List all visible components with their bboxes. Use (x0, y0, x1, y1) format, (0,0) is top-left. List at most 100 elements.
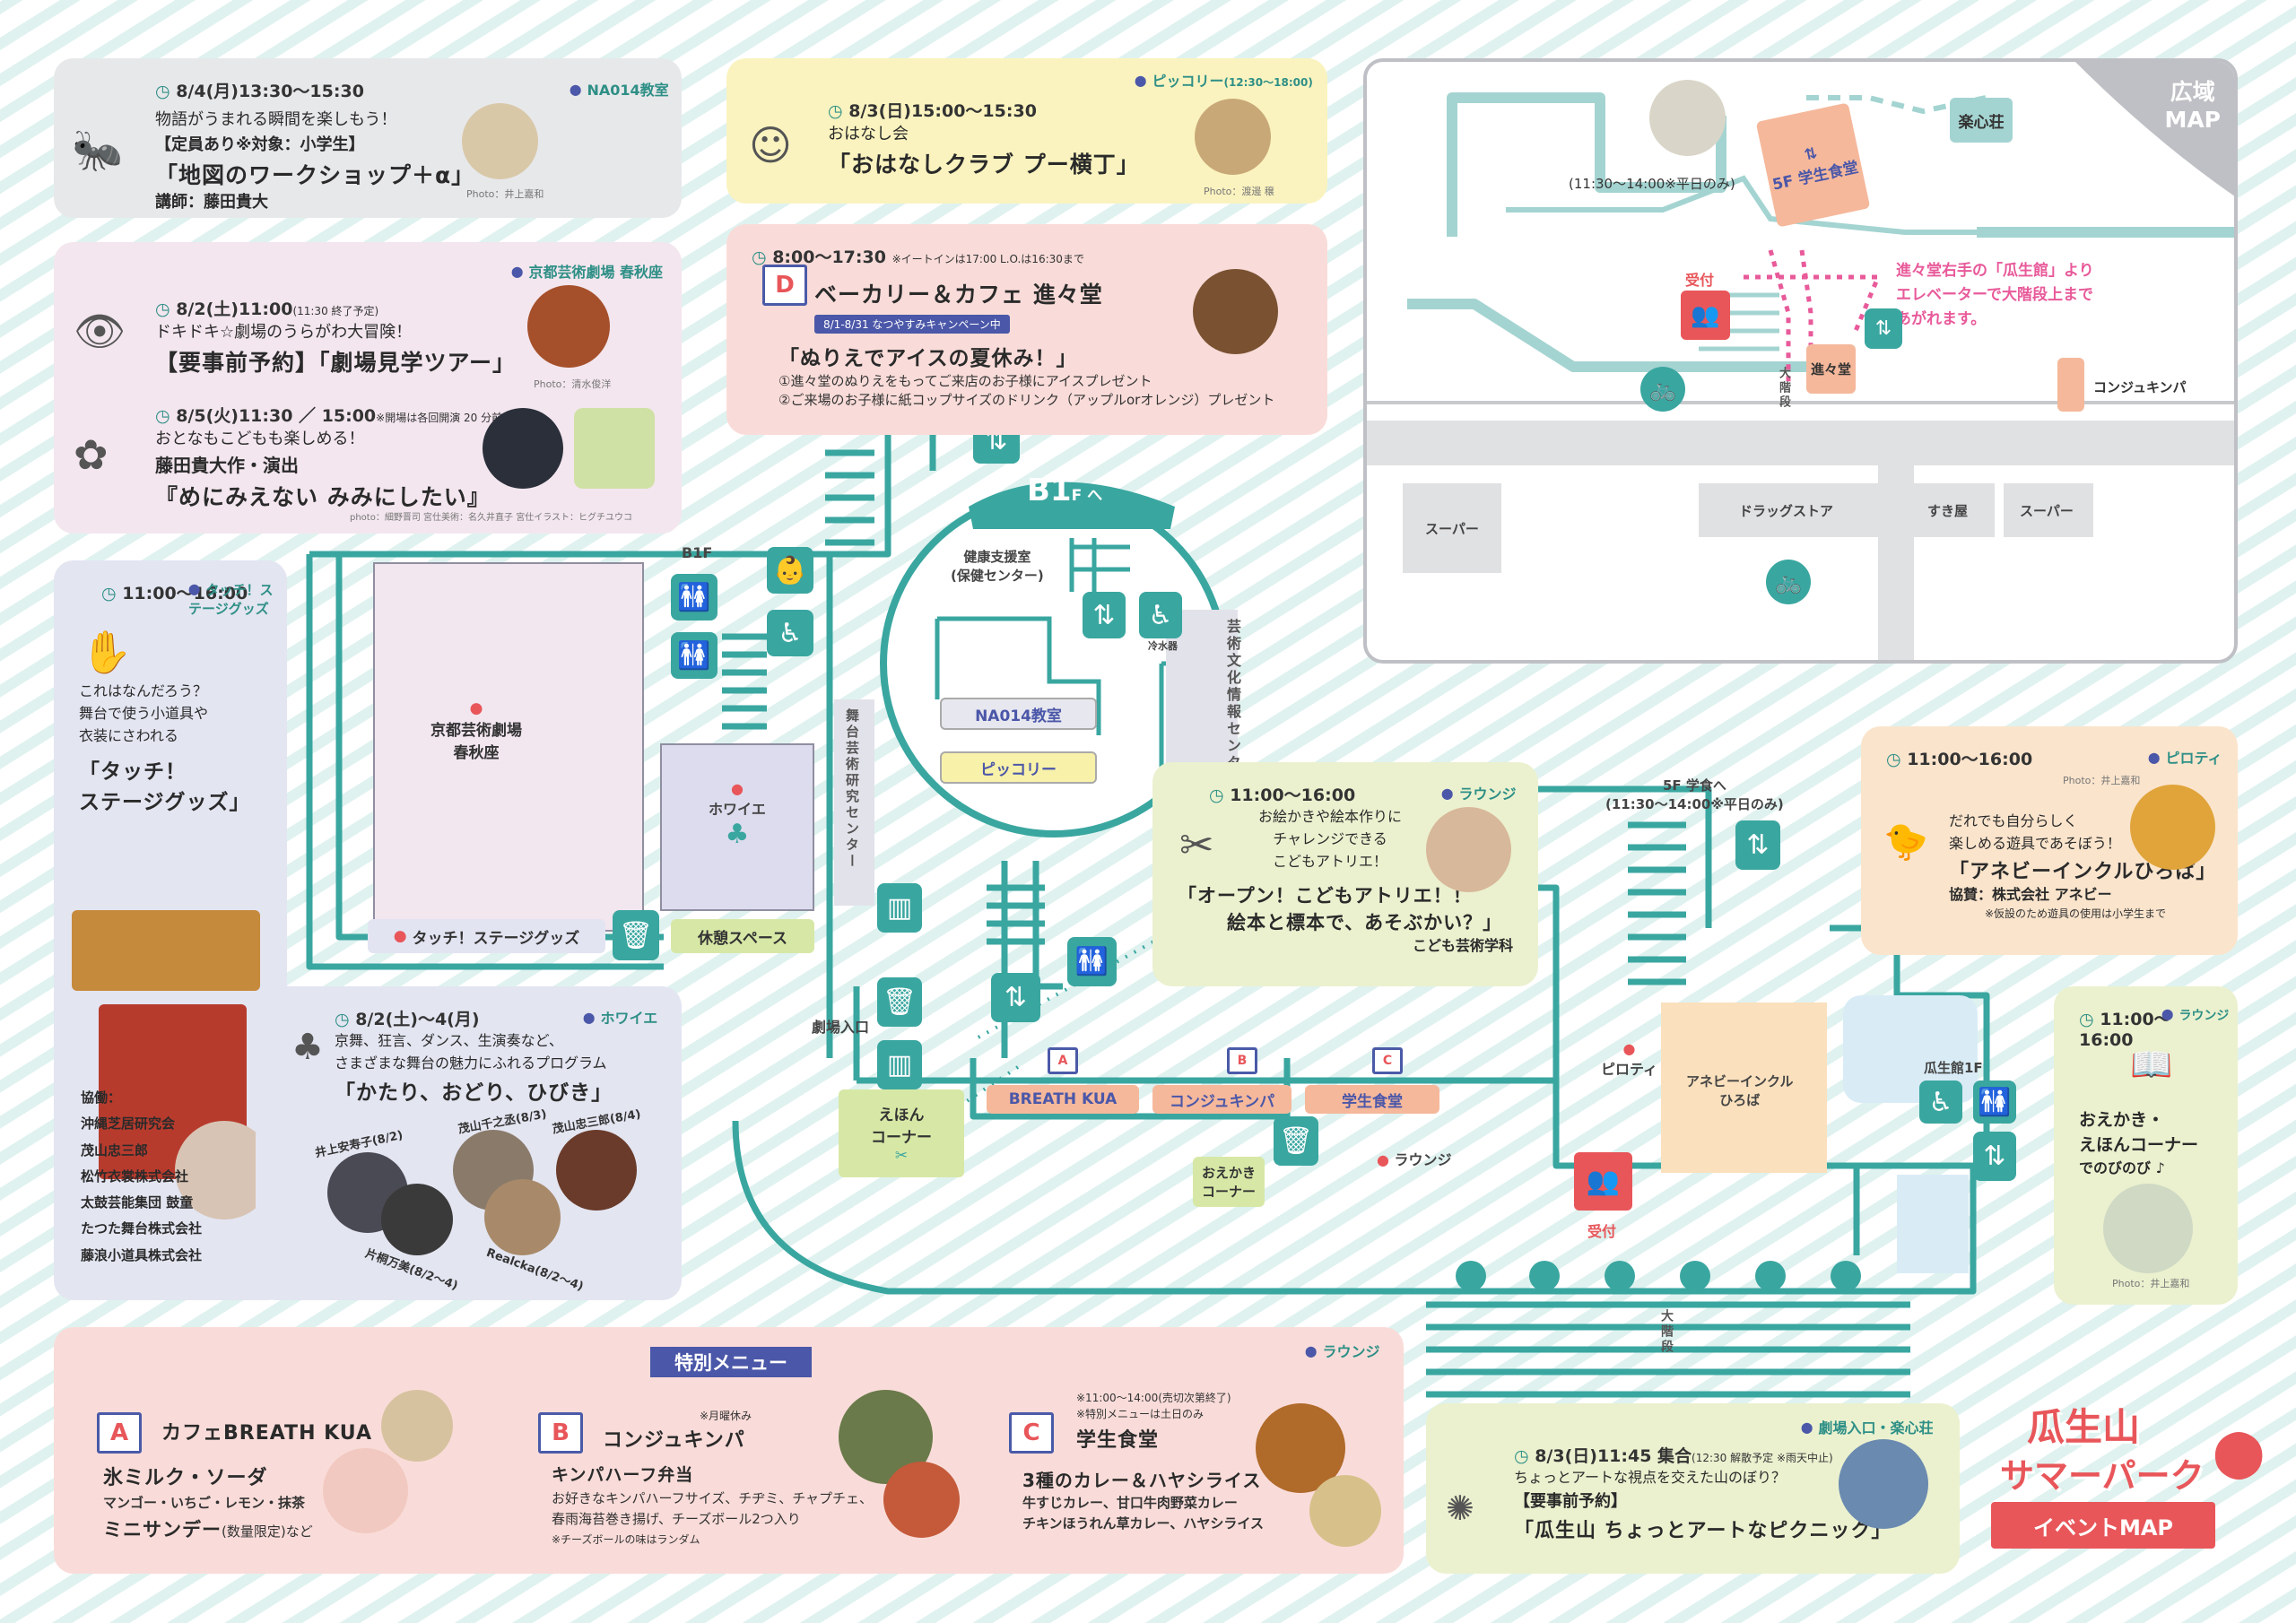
play-subtitle: おとなもこどもも楽しめる！ (155, 429, 365, 448)
oekaki-time: 11:00～16:00 (2079, 1006, 2213, 1050)
flag-a: A (97, 1412, 142, 1454)
ehon-corner-tag[interactable]: えほんコーナー✂ (839, 1089, 964, 1177)
entrance-label[interactable]: 劇場入口 (812, 1019, 870, 1036)
lounge-label[interactable]: ● ラウンジ (1377, 1151, 1452, 1168)
wide-shinshindo-tag[interactable]: 進々堂 (1806, 344, 1856, 394)
wide-map-roads (1367, 62, 2234, 660)
panel-storytime: 8/3(日)15:00～15:30 ピッコリー(12:30～18:00) おはな… (726, 58, 1327, 204)
theater-label[interactable]: ●京都芸術劇場春秋座 (430, 699, 522, 762)
touch-location[interactable]: タッチ！ステージグッズ (188, 580, 278, 618)
touch-goods-tag[interactable]: ● タッチ！ステージグッズ (368, 919, 605, 953)
panel-theater: 京都芸術劇場 春秋座 8/2(土)11:00(11:30 終了予定) ドキドキ☆… (54, 242, 682, 534)
performer-photo-5 (484, 1179, 561, 1255)
shokudo-tag[interactable]: 学生食堂 (1305, 1085, 1439, 1114)
wide-kimpa-label: コンジュキンパ (2093, 379, 2187, 395)
anebi-photo (2130, 785, 2215, 870)
artinfo-label: 芸術文化情報センター (1224, 619, 1241, 789)
play-title: 『めにみえない みみにしたい』 (155, 483, 491, 510)
menu-c-item2: 牛すじカレー、甘口牛肉野菜カレー (1022, 1495, 1238, 1511)
bakery-campaign: 8/1-8/31 なつやすみキャンペーン中 (814, 315, 1010, 334)
bicycle-icon: 🚲 (1640, 367, 1685, 412)
super-label-b: スーパー (2020, 503, 2074, 519)
flag-b-map: B (1227, 1047, 1257, 1074)
atelier-desc: お絵かきや絵本作りにチャレンジできるこどもアトリエ！ (1258, 808, 1403, 870)
storytime-subtitle: おはなし会 (828, 125, 909, 143)
flag-c: C (1009, 1412, 1054, 1454)
piccolie-room[interactable]: ピッコリー (940, 751, 1097, 784)
oekaki-corner-tag[interactable]: おえかきコーナー (1193, 1157, 1265, 1207)
ant-icon: 🐜 (72, 126, 124, 174)
stage-institute-label: 舞台芸術研究センター (844, 708, 860, 870)
wheelchair-icon: ♿ (1139, 592, 1182, 638)
workshop-subtitle: 物語がうまれる瞬間を楽しもう！ (155, 110, 397, 129)
trash-icon: 🗑 (613, 910, 659, 960)
menu-b-item2: お好きなキンパハーフサイズ、チヂミ、チャプチェ、 (552, 1490, 874, 1506)
picnic-photo (1839, 1439, 1928, 1529)
anebi-label[interactable]: アネビーインクルひろば (1686, 1073, 1794, 1108)
breath-kua-tag[interactable]: BREATH KUA (987, 1085, 1139, 1114)
toilet-icon: 🚻 (671, 632, 718, 679)
elevator-icon: ⇅ (1083, 592, 1126, 638)
elevator-icon-c: ⇅ (991, 973, 1040, 1022)
storytime-photo (1195, 99, 1271, 175)
piloti-label[interactable]: ●ピロティ (1601, 1040, 1658, 1078)
trash-icon-c: 🗑 (1274, 1116, 1318, 1166)
anebi-credit: Photo：井上嘉和 (2063, 775, 2141, 786)
cafeteria-hours: (11:30～14:00※平日のみ) (1569, 176, 1735, 192)
to-5f-label[interactable]: 5F 学食へ(11:30～14:00※平日のみ) (1605, 777, 1784, 812)
bakery-line2: ②ご来場のお子様に紙コップサイズのドリンク（アップルorオレンジ）プレゼント (778, 392, 1275, 408)
rest-space-tag[interactable]: 休憩スペース (671, 919, 814, 953)
baby-icon: 👶 (767, 547, 813, 594)
wide-reception-label: 受付 (1685, 272, 1715, 289)
performer-photo-4 (381, 1184, 453, 1255)
touch-q3: 衣装にさわれる (79, 726, 178, 744)
theater-photo (527, 285, 610, 368)
reception-label: 受付 (1587, 1223, 1617, 1240)
logo-ribbon: イベントMAP (1991, 1502, 2215, 1549)
b1-label: B1F へ (1027, 473, 1103, 508)
atelier-location[interactable]: ラウンジ (1441, 782, 1516, 803)
storytime-location[interactable]: ピッコリー(12:30～18:00) (1135, 69, 1312, 91)
menu-a-photo (323, 1448, 408, 1533)
performance-line2: さまざまな舞台の魅力にふれるプログラム (335, 1054, 607, 1072)
panel-atelier: 11:00～16:00 ラウンジ お絵かきや絵本作りにチャレンジできるこどもアト… (1152, 762, 1538, 986)
foyer-label[interactable]: ●ホワイエ♣ (709, 780, 766, 850)
book-pencil-icon: 📖 (2130, 1045, 2173, 1084)
workshop-lecturer: 講師：藤田貴大 (155, 192, 268, 212)
menu-b-item3: 春雨海苔巻き揚げ、チーズボール2つ入り (552, 1511, 801, 1527)
touch-title1: 「タッチ！ (79, 760, 187, 785)
theater-location[interactable]: 京都芸術劇場 春秋座 (511, 260, 663, 282)
big-stairs-label: 大階段 (1659, 1309, 1674, 1355)
bakery-headline: 「ぬりえでアイスの夏休み！」 (778, 347, 1078, 370)
picnic-time: 8/3(日)11:45 集合(12:30 解散予定 ※雨天中止) (1514, 1443, 1935, 1467)
rakushin-tag[interactable]: 楽心荘 (1950, 98, 2013, 143)
props-photo (72, 910, 260, 991)
oekaki-credit: Photo：井上嘉和 (2112, 1278, 2190, 1289)
sukiya-label: すき屋 (1927, 503, 1969, 519)
performer-photo-3 (556, 1130, 637, 1211)
oekaki-location[interactable]: ラウンジ (2161, 1006, 2229, 1024)
picnic-location[interactable]: 劇場入口・楽心荘 (1801, 1416, 1933, 1437)
uryu-1f-label: 瓜生館1F (1924, 1060, 1983, 1076)
workshop-photo (462, 103, 538, 179)
performance-location[interactable]: ホワイエ (583, 1006, 657, 1028)
menu-c-note2: ※特別メニューは土日のみ (1076, 1408, 1205, 1420)
eye-icon: 👁 (74, 307, 126, 355)
drugstore-label: ドラッグストア (1739, 503, 1834, 519)
kimpa-tag[interactable]: コンジュキンパ (1152, 1085, 1292, 1114)
workshop-title: 「地図のワークショップ＋α」 (155, 161, 475, 188)
bakery-photo (1193, 269, 1278, 354)
workshop-location[interactable]: NA014教室 (570, 78, 668, 100)
menu-location[interactable]: ラウンジ (1305, 1340, 1379, 1361)
anebi-location[interactable]: ピロティ (2148, 746, 2222, 768)
book-face-icon: ☺ (749, 121, 792, 169)
atelier-title2: 絵本と標本で、あそぶかい？」 (1227, 912, 1503, 934)
wide-reception-icon: 👥 (1681, 291, 1730, 340)
atelier-title1: 「オープン！こどもアトリエ！！ (1178, 885, 1473, 907)
duck-icon: 🐤 (1883, 821, 1928, 863)
reception-icon[interactable]: 👥 (1574, 1152, 1632, 1211)
na014-room[interactable]: NA014教室 (940, 698, 1097, 730)
